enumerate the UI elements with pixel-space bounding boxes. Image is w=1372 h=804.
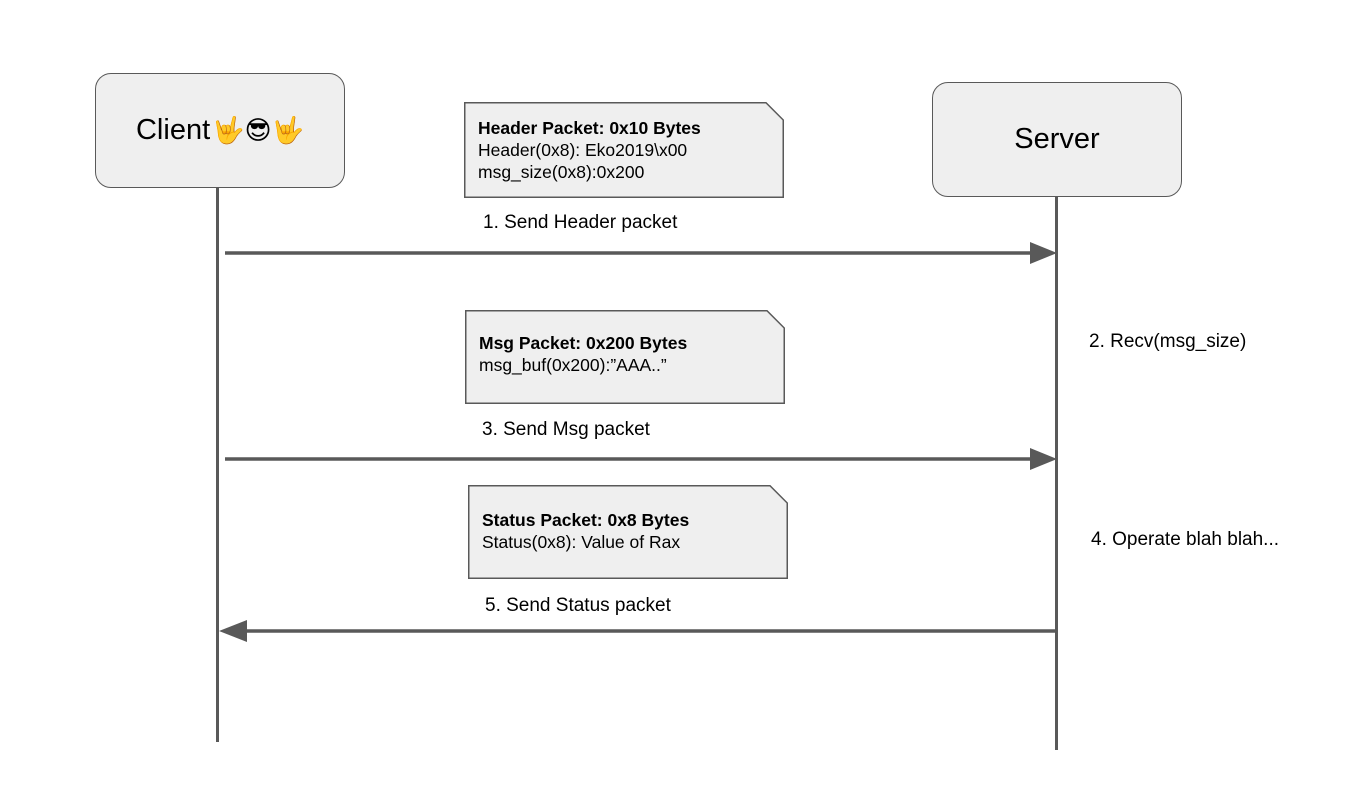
step-5-label: 5. Send Status packet — [485, 595, 671, 616]
status-packet-title: Status Packet: 0x8 Bytes — [482, 510, 690, 530]
msg-packet-title: Msg Packet: 0x200 Bytes — [479, 333, 688, 353]
step-4-label: 4. Operate blah blah... — [1091, 529, 1280, 550]
note-shape — [468, 485, 788, 579]
msg-packet-line-1: msg_buf(0x200):”AAA..” — [479, 355, 667, 375]
note-shape — [465, 310, 785, 404]
arrow-send-status — [219, 620, 1056, 642]
header-packet-note: Header Packet: 0x10 Bytes Header(0x8): E… — [464, 102, 784, 198]
step-3-label: 3. Send Msg packet — [482, 419, 650, 440]
client-actor-box: Client🤟😎🤟 — [95, 73, 345, 188]
msg-packet-note: Msg Packet: 0x200 Bytes msg_buf(0x200):”… — [465, 310, 785, 404]
client-lifeline — [216, 186, 219, 742]
header-packet-line-2: msg_size(0x8):0x200 — [478, 162, 645, 182]
step-1-label: 1. Send Header packet — [483, 212, 678, 233]
status-packet-line-1: Status(0x8): Value of Rax — [482, 532, 681, 552]
server-label: Server — [1014, 123, 1100, 155]
header-packet-title: Header Packet: 0x10 Bytes — [478, 118, 701, 138]
status-packet-note: Status Packet: 0x8 Bytes Status(0x8): Va… — [468, 485, 788, 579]
arrow-send-header — [225, 242, 1057, 264]
server-lifeline — [1055, 196, 1058, 750]
header-packet-line-1: Header(0x8): Eko2019\x00 — [478, 140, 688, 160]
rock-on-emoji-icon: 🤟😎🤟 — [212, 115, 304, 146]
client-label: Client — [135, 114, 211, 146]
note-shape — [464, 102, 784, 198]
arrow-send-msg — [225, 448, 1057, 470]
step-2-label: 2. Recv(msg_size) — [1089, 331, 1247, 352]
server-actor-box: Server — [932, 82, 1182, 197]
